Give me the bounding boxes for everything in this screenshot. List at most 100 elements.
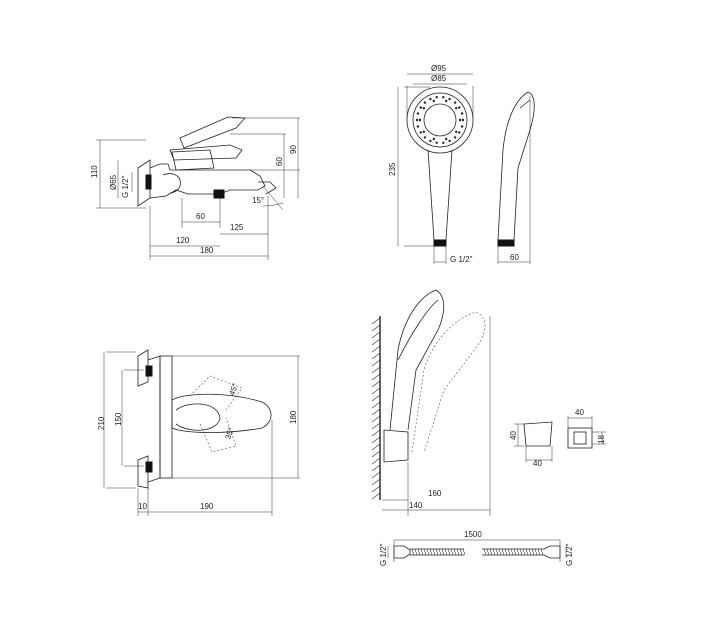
dim-line-h180 bbox=[172, 355, 300, 479]
dim-w140: 140 bbox=[409, 501, 423, 510]
hose-rib bbox=[462, 548, 466, 556]
ext-lines-right bbox=[230, 117, 300, 171]
hose-rib bbox=[498, 548, 502, 556]
hose-rib bbox=[504, 548, 508, 556]
bracket-slot bbox=[573, 431, 587, 445]
bracket-view: 40 40 40 18 bbox=[509, 408, 606, 468]
hose-rib bbox=[510, 548, 514, 556]
dim-hose-g-left: G 1/2" bbox=[379, 543, 388, 566]
shower-in-holder bbox=[389, 289, 445, 431]
nozzle-dot bbox=[423, 101, 427, 104]
dim-h210: 210 bbox=[97, 416, 106, 430]
hose-rib bbox=[513, 548, 517, 556]
profile-connector bbox=[497, 239, 515, 247]
hatch-line bbox=[371, 345, 381, 353]
dim-angle35: 35° bbox=[223, 426, 236, 440]
hatch-line bbox=[371, 338, 381, 346]
dim-line-bracket-w40 bbox=[525, 446, 553, 462]
dim-w60: 60 bbox=[196, 212, 205, 221]
hatch-line bbox=[371, 401, 381, 409]
hatch-line bbox=[371, 422, 381, 430]
holder-face bbox=[397, 299, 439, 361]
lever-front bbox=[171, 393, 272, 433]
nozzle-dot bbox=[445, 137, 448, 141]
hatch-line bbox=[371, 408, 381, 416]
hatch-line bbox=[371, 415, 381, 423]
hatch-line bbox=[371, 471, 381, 479]
dim-hose-g-right: G 1/2" bbox=[565, 543, 574, 566]
mixer-body bbox=[149, 163, 266, 199]
holder-base bbox=[383, 429, 409, 463]
hatch-line bbox=[371, 436, 381, 444]
shower-side-view: 60 bbox=[497, 91, 535, 264]
hose-rib bbox=[435, 548, 439, 556]
hose-rib bbox=[426, 548, 430, 556]
dim-h235: 235 bbox=[388, 162, 397, 176]
hose-rib bbox=[447, 548, 451, 556]
dim-h180: 180 bbox=[289, 410, 298, 424]
nozzle-dot bbox=[432, 99, 435, 103]
hose-rib bbox=[450, 548, 454, 556]
nozzle-dot bbox=[461, 118, 465, 122]
holder-view: 160 140 bbox=[371, 289, 491, 516]
hose-view: 1500 G 1/2" G 1/2" bbox=[379, 530, 574, 566]
nozzle-dot bbox=[429, 97, 432, 101]
spout-outlet bbox=[213, 189, 225, 199]
upper-flange bbox=[137, 349, 149, 387]
hose-rib bbox=[516, 548, 520, 556]
dim-line-h150 bbox=[121, 369, 144, 467]
wall-inlet bbox=[145, 174, 152, 190]
nozzle-dot bbox=[419, 106, 422, 109]
dim-lines-right bbox=[283, 118, 299, 198]
dim-d65: Ø65 bbox=[109, 174, 118, 190]
side-view: 110 Ø65 G 1/2" 60 90 60 125 120 180 15° bbox=[90, 116, 300, 260]
hose-rib bbox=[528, 548, 532, 556]
nozzle-dot bbox=[415, 118, 419, 122]
hatch-line bbox=[371, 380, 381, 388]
dim-hose-1500: 1500 bbox=[464, 530, 482, 539]
nozzle-dot bbox=[435, 141, 438, 144]
hatch-line bbox=[371, 457, 381, 465]
dim-line-g-shower bbox=[433, 246, 447, 264]
hatch-line bbox=[371, 492, 381, 500]
dim-w180: 180 bbox=[200, 246, 214, 255]
lever-base bbox=[171, 149, 215, 171]
wall-hatch bbox=[371, 317, 381, 500]
hose-rib bbox=[519, 548, 523, 556]
dim-line-h235 bbox=[397, 86, 434, 247]
nozzle-dot bbox=[435, 96, 438, 99]
hose-rib bbox=[540, 548, 544, 556]
dim-w190: 190 bbox=[200, 502, 214, 511]
hose-rib bbox=[411, 548, 415, 556]
angle-arc bbox=[262, 202, 284, 207]
hose-rib bbox=[432, 548, 436, 556]
ext-lines-front-bottom bbox=[137, 420, 273, 516]
bracket-side bbox=[523, 421, 553, 447]
nozzle-dot bbox=[448, 97, 451, 101]
angle-line bbox=[262, 185, 284, 211]
hatch-line bbox=[371, 373, 381, 381]
dim-w120: 120 bbox=[176, 236, 190, 245]
nozzle-dot bbox=[422, 107, 425, 110]
hatch-line bbox=[371, 387, 381, 395]
hose-rib bbox=[531, 548, 535, 556]
hatch-line bbox=[371, 478, 381, 486]
hose-rib bbox=[438, 548, 442, 556]
dim-line-h210 bbox=[103, 351, 136, 489]
dim-h60: 60 bbox=[275, 157, 284, 166]
dim-line-bracket-h18 bbox=[592, 431, 606, 445]
shower-head-inner bbox=[412, 92, 468, 148]
shower-head-core bbox=[423, 103, 457, 137]
nozzle-dot bbox=[445, 99, 448, 103]
shower-head-outer bbox=[406, 86, 474, 154]
ext-95 bbox=[406, 86, 474, 118]
hose-rib bbox=[483, 548, 487, 556]
nozzle-dot bbox=[418, 118, 422, 122]
dim-line-60-side bbox=[497, 96, 531, 264]
nozzle-dot bbox=[448, 139, 451, 143]
dim-w60-side: 60 bbox=[510, 253, 519, 262]
hose-rib bbox=[444, 548, 448, 556]
hose-left-nut bbox=[393, 545, 411, 559]
dim-110: 110 bbox=[90, 165, 99, 178]
lower-inlet bbox=[145, 461, 153, 473]
